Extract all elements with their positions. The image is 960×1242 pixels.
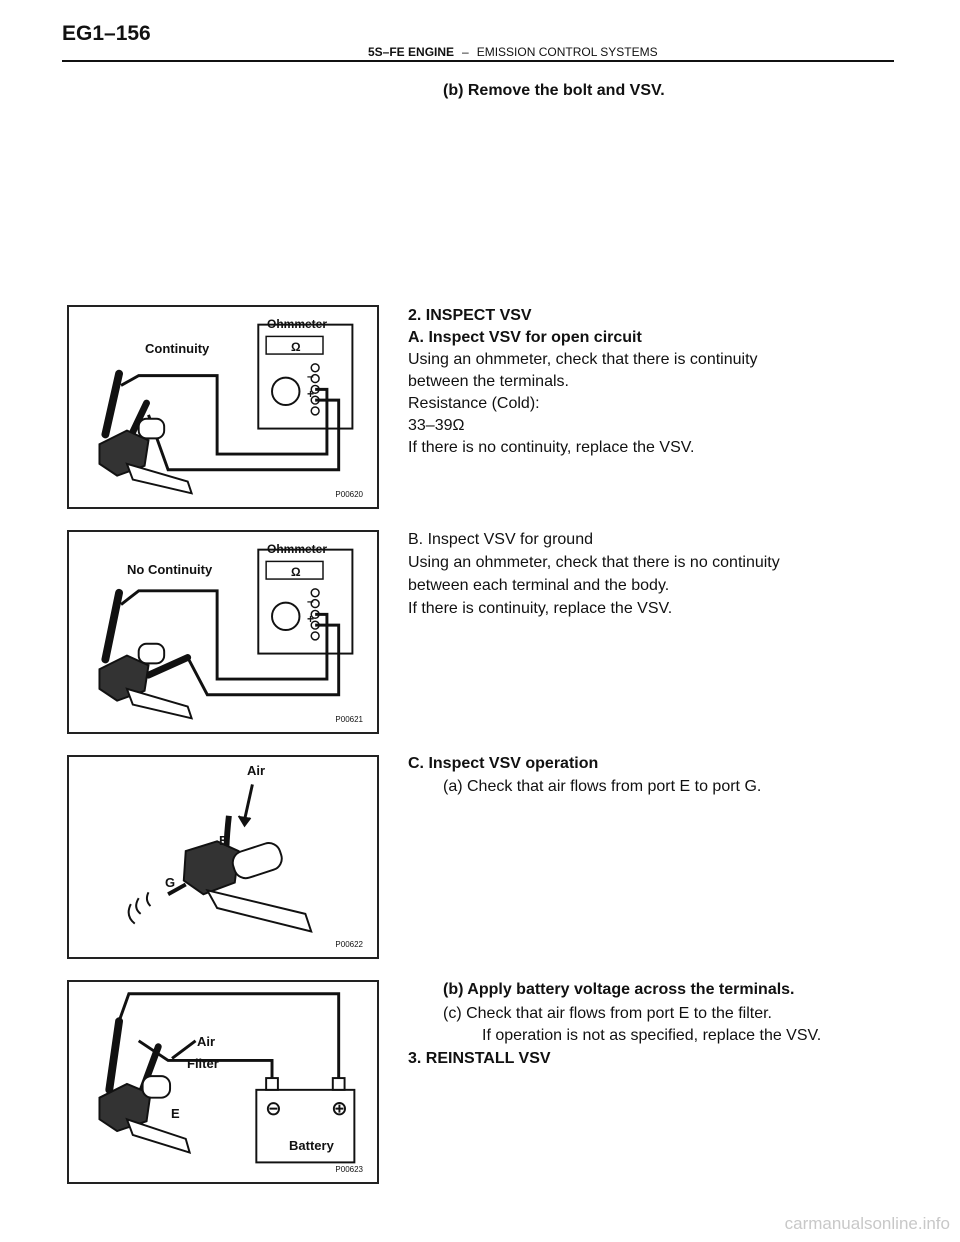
label-ohmmeter: Ohmmeter — [267, 542, 328, 556]
label-plus: + — [307, 612, 315, 626]
step-b-line2: between each terminal and the body. — [408, 577, 670, 594]
step-c-c2: If operation is not as specified, replac… — [482, 1027, 822, 1044]
label-air: Air — [247, 763, 266, 778]
label-ohm-symbol: Ω — [291, 340, 301, 354]
label-battery-minus: ⊖ — [265, 1098, 282, 1120]
label-no-continuity: No Continuity — [127, 562, 213, 577]
step-a-line1: Using an ohmmeter, check that there is c… — [408, 351, 758, 368]
section-engine: 5S–FE ENGINE — [368, 45, 455, 59]
watermark: carmanualsonline.info — [784, 1214, 950, 1233]
step-a-title: A. Inspect VSV for open circuit — [408, 329, 642, 346]
figure-id: P00623 — [335, 1165, 363, 1174]
page-number: EG1–156 — [62, 22, 151, 45]
label-filter: Filter — [187, 1056, 219, 1071]
step-remove-bolt: (b) Remove the bolt and VSV. — [443, 82, 665, 99]
section-header: 5S–FE ENGINE–EMISSION CONTROL SYSTEMS — [368, 45, 658, 59]
label-continuity: Continuity — [145, 341, 210, 356]
label-ohm-symbol: Ω — [291, 565, 301, 579]
figure-continuity-drawing — [98, 323, 354, 495]
label-battery-plus: ⊕ — [331, 1098, 348, 1120]
step-c-c: (c) Check that air flows from port E to … — [443, 1005, 772, 1022]
label-air: Air — [197, 1034, 216, 1049]
label-battery: Battery — [289, 1138, 334, 1153]
step-b-title: B. Inspect VSV for ground — [408, 531, 593, 548]
label-port-g: G — [165, 875, 176, 890]
figure-no-continuity-drawing — [98, 548, 354, 720]
figure-air-e-to-g-drawing — [127, 784, 313, 933]
step-c-b: (b) Apply battery voltage across the ter… — [443, 981, 795, 998]
step-inspect-title: 2. INSPECT VSV — [408, 307, 532, 324]
label-port-e: E — [219, 833, 228, 848]
step-b-line3: If there is continuity, replace the VSV. — [408, 600, 673, 617]
figure-id: P00621 — [335, 715, 363, 724]
figure-continuity: Ohmmeter Ω – + Continuity P00620 — [67, 305, 379, 509]
header-rule — [62, 60, 894, 62]
step-a-line5: If there is no continuity, replace the V… — [408, 439, 695, 456]
figure-no-continuity: Ohmmeter Ω – + No Continuity P00621 — [67, 530, 379, 734]
label-ohmmeter: Ohmmeter — [267, 317, 328, 331]
figure-air-e-to-g: Air E G P00622 — [67, 755, 379, 959]
step-c-title: C. Inspect VSV operation — [408, 755, 599, 772]
figure-id: P00620 — [335, 490, 363, 499]
label-minus: – — [307, 369, 314, 383]
figure-battery-filter: Air Filter E ⊖ ⊕ Battery P00623 — [67, 980, 379, 1184]
step-reinstall: 3. REINSTALL VSV — [408, 1050, 551, 1067]
step-a-line3: Resistance (Cold): — [408, 395, 540, 412]
step-a-line4: 33–39Ω — [408, 417, 465, 434]
label-port-e: E — [171, 1106, 180, 1121]
step-c-a: (a) Check that air flows from port E to … — [443, 778, 762, 795]
figure-id: P00622 — [335, 940, 363, 949]
step-b-line1: Using an ohmmeter, check that there is n… — [408, 554, 780, 571]
figure-battery-filter-drawing — [98, 992, 356, 1164]
step-a-line2: between the terminals. — [408, 373, 569, 390]
section-dash: – — [462, 45, 469, 59]
label-plus: + — [307, 387, 315, 401]
section-title: EMISSION CONTROL SYSTEMS — [476, 45, 658, 59]
label-minus: – — [307, 594, 314, 608]
